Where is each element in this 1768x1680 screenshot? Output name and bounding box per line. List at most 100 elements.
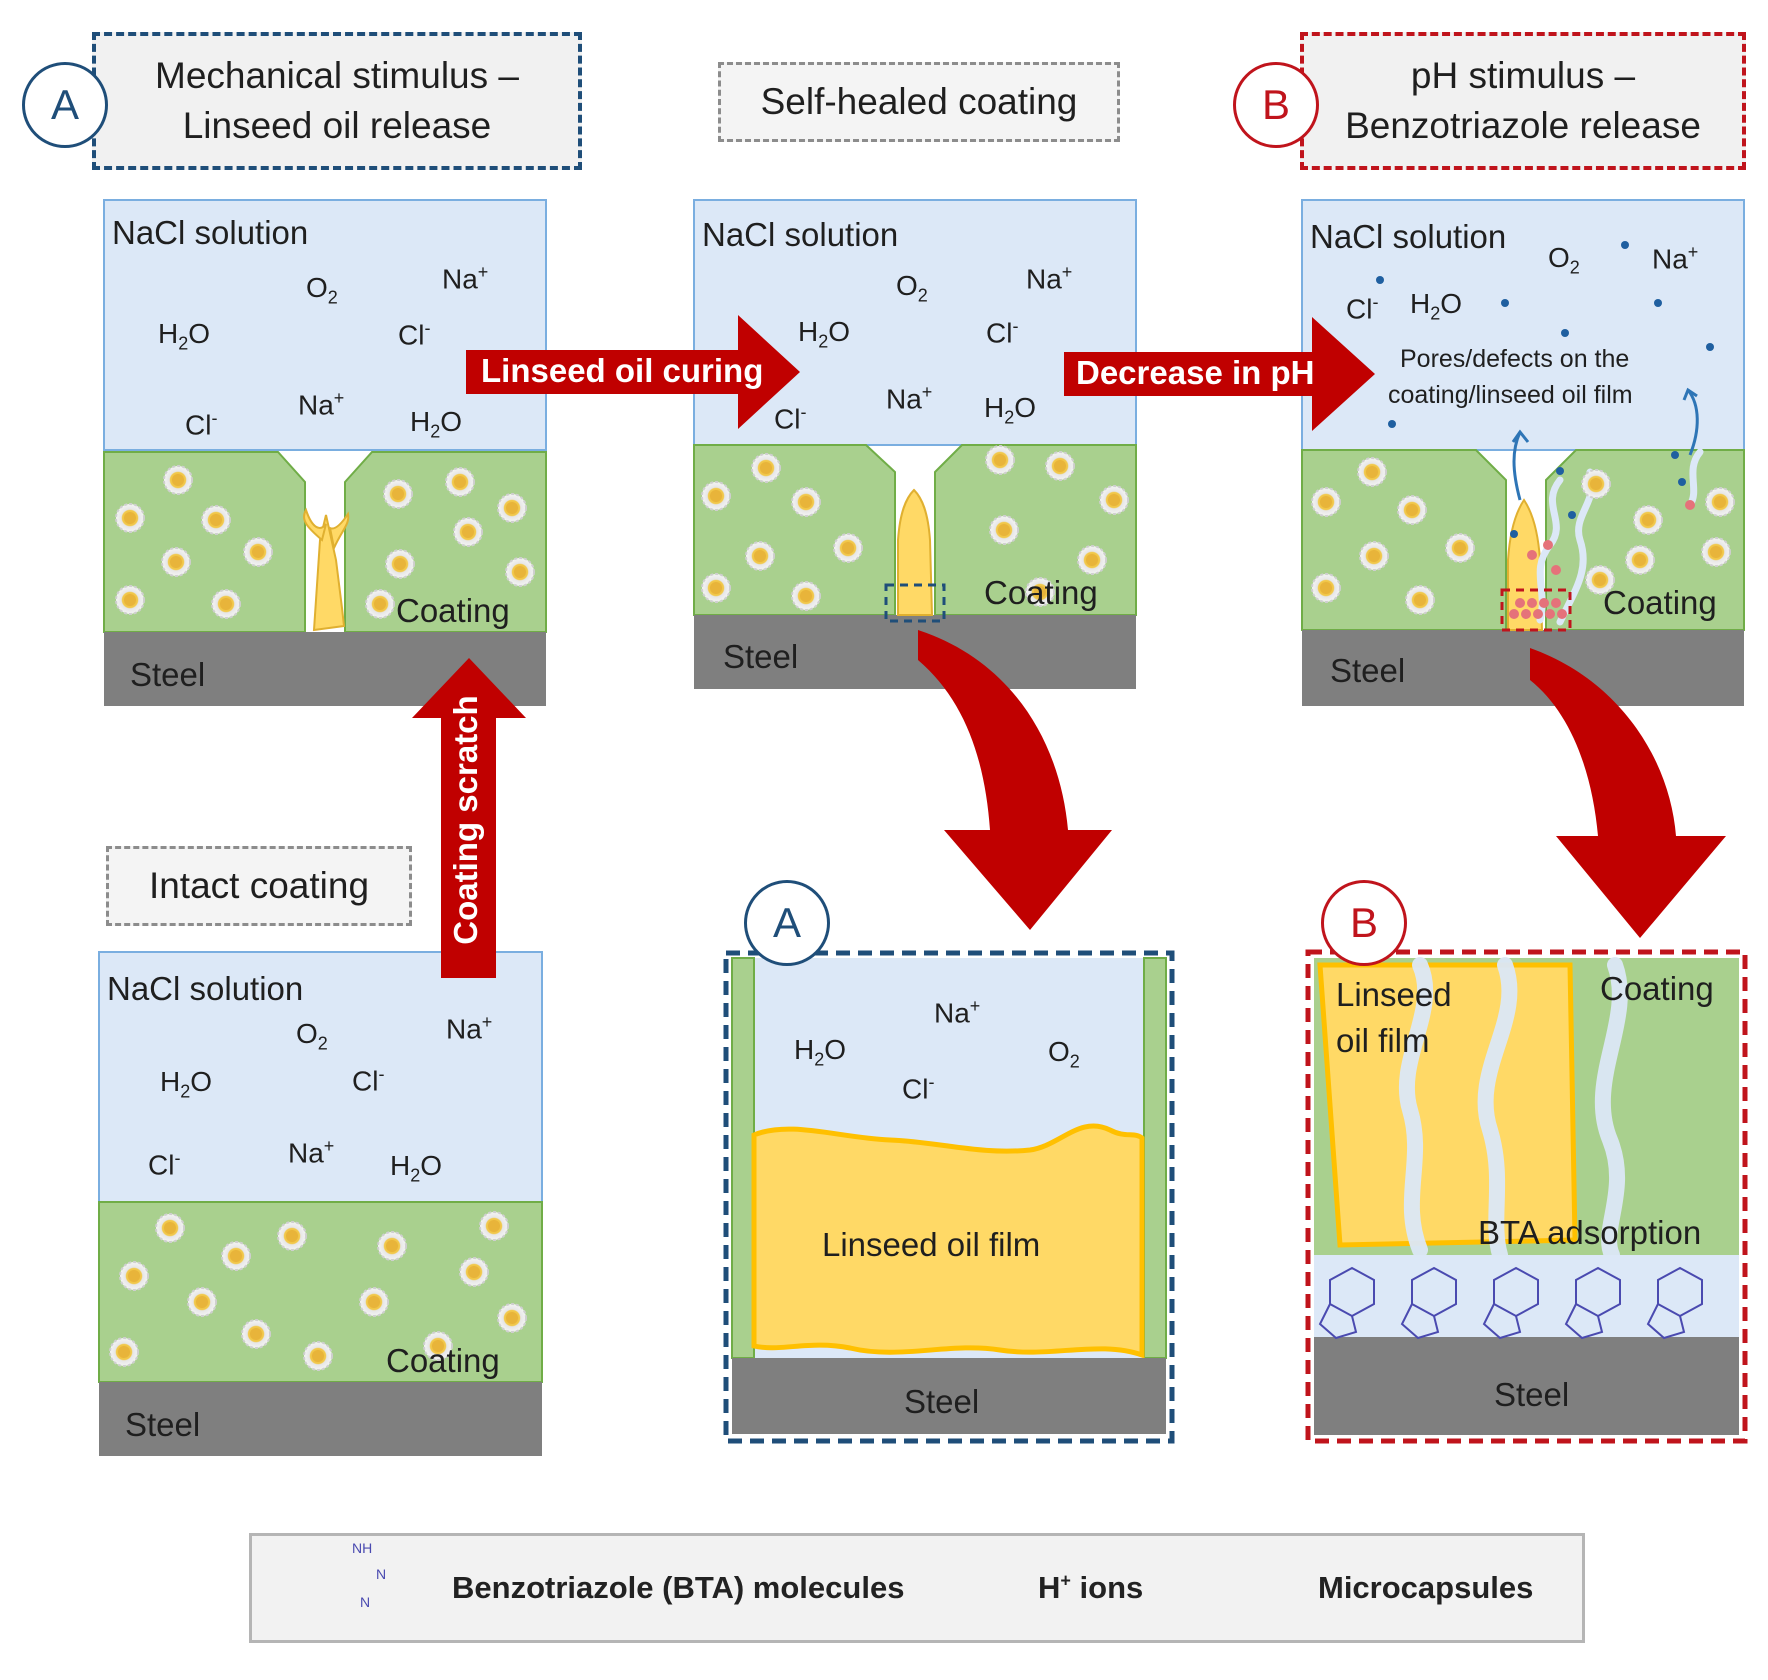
zoom-b-bta-molecules — [1318, 1266, 1703, 1340]
microcapsule-core-37 — [1634, 554, 1646, 566]
header-self-healed: Self-healed coating — [718, 62, 1120, 142]
microcapsule-core-16 — [800, 496, 812, 508]
microcapsule-core-43 — [196, 1296, 208, 1308]
ion-cl-4: Cl- — [185, 408, 218, 441]
panel2-solution — [693, 199, 1137, 446]
zoom-b-bta-label: BTA adsorption — [1478, 1214, 1702, 1251]
microcapsule-core-24 — [998, 524, 1010, 536]
ion-h2o-6: H2O — [410, 406, 463, 442]
ion-na-20: Na+ — [446, 1012, 493, 1045]
microcapsule-core-25 — [1086, 554, 1098, 566]
microcapsule-core-31 — [1454, 542, 1466, 554]
ion-na-23: Na+ — [288, 1136, 335, 1169]
panel3-nacl-label: NaCl solution — [1310, 218, 1507, 255]
zoom-b-linseed-film — [1317, 962, 1578, 1248]
legend-bta-nh: NH — [352, 1540, 373, 1556]
microcapsule-core-18 — [842, 542, 854, 554]
zoom-b-adsorption-layer — [1314, 1255, 1739, 1337]
panel2-coating-label: Coating — [984, 574, 1098, 611]
marker-b-zoom: B — [1321, 880, 1407, 966]
ion-na-12: Na+ — [886, 382, 933, 415]
bta-triazole-1 — [1400, 1303, 1440, 1340]
microcapsule-core-27 — [1366, 466, 1378, 478]
bta-triazole-2 — [1482, 1303, 1522, 1340]
header-healed-text: Self-healed coating — [760, 81, 1078, 122]
header-ph-stimulus: pH stimulus –Benzotriazole release — [1300, 32, 1746, 170]
ion-na-17: Na+ — [1652, 242, 1699, 275]
panel3-coating-left — [1301, 449, 1507, 631]
arrow-decrease-ph — [1064, 317, 1375, 431]
ion-h2o-18: H2O — [160, 1066, 213, 1102]
zoom-b-pore-channels — [1398, 957, 1628, 1263]
zoom-b-steel-label: Steel — [1494, 1376, 1570, 1413]
panel4-solution — [98, 951, 543, 1203]
bta-triazole-4 — [1646, 1303, 1686, 1340]
panel2-coating-left — [693, 444, 896, 616]
zoom-a-linseed-film — [751, 1123, 1145, 1359]
bta-triazole-0 — [1318, 1303, 1358, 1340]
legend-h-label: H+ ions — [1038, 1570, 1143, 1606]
panel4-steel — [99, 1382, 542, 1456]
ion-cl-11: Cl- — [774, 402, 807, 435]
microcapsule-core-15 — [710, 490, 722, 502]
microcapsule-core-32 — [1320, 582, 1332, 594]
panel3-coating-label: Coating — [1603, 584, 1717, 621]
microcapsule-core-10 — [394, 558, 406, 570]
ion-h2o-25: H2O — [794, 1034, 847, 1070]
legend-bta-n1: N — [376, 1566, 387, 1582]
microcapsule-core-2 — [210, 514, 222, 526]
zoom-b-film-label-line2: oil film — [1336, 1022, 1430, 1059]
microcapsule-core-34 — [1590, 478, 1602, 490]
header-a-line2: Linseed oil release — [182, 105, 492, 146]
panel3-pores-line2: coating/linseed oil film — [1388, 381, 1633, 409]
microcapsule-core-48 — [386, 1240, 398, 1252]
microcapsule-core-49 — [488, 1220, 500, 1232]
panel1-solution — [103, 199, 547, 451]
panel3-h-ions — [1376, 241, 1714, 538]
microcapsule-core-33 — [1414, 594, 1426, 606]
microcapsule-core-3 — [170, 556, 182, 568]
ion-na-26: Na+ — [934, 996, 981, 1029]
arrow-zoom-a — [918, 630, 1112, 930]
ion-cl-10: Cl- — [986, 316, 1019, 349]
arrow-scratch-label: Coating scratch — [447, 695, 484, 945]
ion-o2-27: O2 — [1048, 1036, 1080, 1072]
microcapsule-core-47 — [286, 1230, 298, 1242]
ion-h2o-0: H2O — [158, 318, 211, 354]
ion-h2o-24: H2O — [390, 1150, 443, 1186]
ion-h2o-7: H2O — [798, 316, 851, 352]
ion-na-2: Na+ — [442, 262, 489, 295]
bta-triazole-3 — [1564, 1303, 1604, 1340]
legend-h-tail: ions — [1070, 1570, 1144, 1605]
microcapsule-core-5 — [124, 594, 136, 606]
panel4-coating-label: Coating — [386, 1342, 500, 1379]
microcapsule-core-28 — [1320, 496, 1332, 508]
microcapsule-core-0 — [172, 474, 184, 486]
ion-o2-19: O2 — [296, 1018, 328, 1054]
header-b-line2: Benzotriazole release — [1345, 105, 1701, 146]
ion-h2o-15: H2O — [1410, 288, 1463, 324]
microcapsule-core-7 — [392, 488, 404, 500]
legend-bta-n2: N — [360, 1594, 371, 1610]
panel1-coating-left — [103, 451, 306, 633]
microcapsule-core-51 — [368, 1296, 380, 1308]
panel3-steel — [1302, 630, 1744, 706]
ion-cl-14: Cl- — [1346, 292, 1379, 325]
panel2-oil-plug — [897, 488, 934, 616]
header-intact-coating: Intact coating — [106, 846, 412, 926]
arrow-zoom-b — [1530, 648, 1726, 938]
microcapsule-core-20 — [800, 590, 812, 602]
zoom-a-steel-label: Steel — [904, 1383, 980, 1420]
microcapsule-core-19 — [710, 582, 722, 594]
zoom-a-coating-left — [731, 957, 755, 1359]
microcapsule-core-38 — [1710, 546, 1722, 558]
panel2-zoom-marker — [884, 583, 946, 623]
ion-o2-16: O2 — [1548, 242, 1580, 278]
legend — [249, 1533, 1585, 1643]
microcapsule-core-9 — [506, 502, 518, 514]
microcapsule-core-29 — [1406, 504, 1418, 516]
ion-na-5: Na+ — [298, 388, 345, 421]
microcapsule-core-13 — [374, 598, 386, 610]
